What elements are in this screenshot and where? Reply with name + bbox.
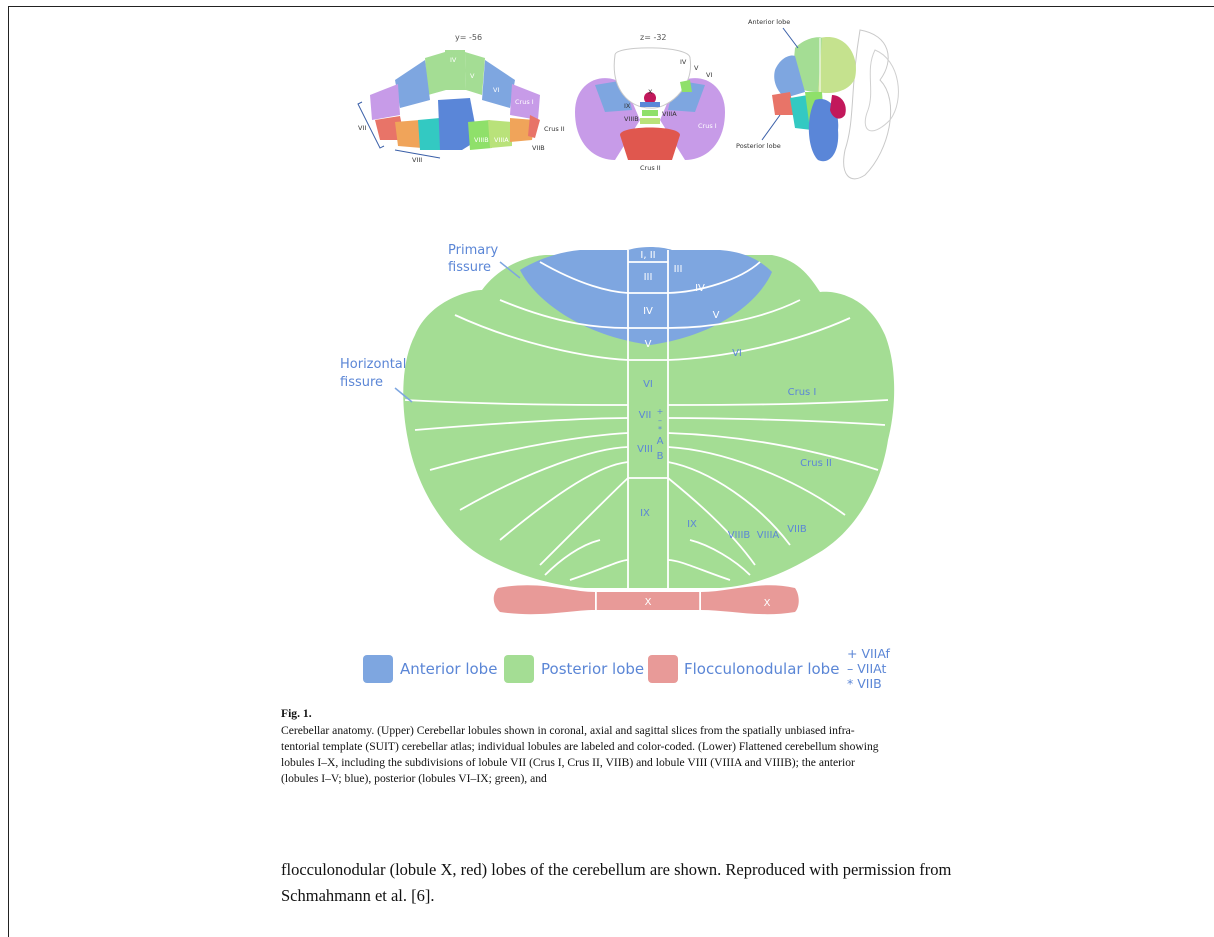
- hemisphere-label: VIIIA: [757, 530, 780, 541]
- hemisphere-label: VIIB: [787, 524, 807, 535]
- coronal-label: V: [470, 72, 475, 80]
- figure-number: Fig. 1.: [281, 706, 881, 722]
- coronal-label: VIII: [412, 156, 422, 164]
- sagittal-label: Anterior lobe: [748, 18, 790, 26]
- anterior-swatch: [363, 655, 393, 683]
- sagittal-label: Posterior lobe: [736, 142, 781, 150]
- axial-slice: z= -32 IV V VI X IX VIIIA VIIIB Crus II …: [575, 33, 725, 172]
- flat-map: Primary fissure Horizontal fissure I, II…: [340, 243, 894, 614]
- primary-fissure-label-1: Primary: [448, 243, 499, 258]
- vermis-sub: A: [657, 436, 664, 447]
- hemisphere-label: Crus II: [800, 458, 832, 469]
- vermis-mark: –: [658, 416, 662, 425]
- axial-label: X: [648, 88, 653, 96]
- hemisphere-label: VIIIB: [728, 530, 751, 541]
- flocculonodular-swatch: [648, 655, 678, 683]
- vermis-mark: *: [658, 425, 662, 434]
- vermis-label: IV: [643, 306, 653, 317]
- axial-label: IX: [624, 102, 631, 110]
- coronal-label: VII: [358, 124, 366, 132]
- hemisphere-label: III: [674, 264, 683, 275]
- hemisphere-label: V: [713, 310, 720, 321]
- coronal-label: VIIIA: [494, 136, 509, 144]
- vermis-label: I, II: [640, 250, 655, 261]
- mark-key-item: * VIIB: [847, 676, 890, 691]
- primary-fissure-label-2: fissure: [448, 260, 491, 275]
- hemisphere-label: IV: [695, 283, 705, 294]
- coronal-label: Crus I: [515, 98, 534, 106]
- vermis-mark-key: + VIIAf – VIIAt * VIIB: [847, 646, 890, 691]
- vermis-mark: +: [657, 407, 664, 416]
- hemisphere-label: IX: [687, 519, 697, 530]
- coronal-label: IV: [450, 56, 457, 64]
- caption-text: Cerebellar anatomy. (Upper) Cerebellar l…: [281, 724, 879, 785]
- coronal-label: VIIB: [532, 144, 545, 152]
- horizontal-fissure-label-1: Horizontal: [340, 357, 406, 372]
- cerebellum-figure: y= -56 IV V VI Crus I VIIIA VIIIB VII Cr…: [0, 0, 1214, 700]
- axial-label: IV: [680, 58, 687, 66]
- vermis-label: V: [645, 339, 652, 350]
- axial-title: z= -32: [640, 33, 667, 42]
- vermis-sub: B: [657, 451, 664, 462]
- sagittal-slice: Anterior lobe Posterior lobe: [736, 18, 898, 179]
- axial-label: VIIIB: [624, 115, 639, 123]
- mark-key-item: + VIIAf: [847, 646, 890, 661]
- axial-label: V: [694, 64, 699, 72]
- body-paragraph: flocculonodular (lobule X, red) lobes of…: [281, 857, 961, 909]
- coronal-label: VI: [493, 86, 499, 94]
- flocculonodular-legend-label: Flocculonodular lobe: [684, 660, 839, 678]
- anterior-legend-label: Anterior lobe: [400, 660, 497, 678]
- vermis-label: VIII: [637, 444, 653, 455]
- axial-label: VIIIA: [662, 110, 677, 118]
- horizontal-fissure-label-2: fissure: [340, 375, 383, 390]
- coronal-label: Crus II: [544, 125, 565, 133]
- axial-label: Crus I: [698, 122, 717, 130]
- vermis-label: IX: [640, 508, 650, 519]
- mark-key-item: – VIIAt: [847, 661, 890, 676]
- axial-label: VI: [706, 71, 712, 79]
- vermis-label: VI: [643, 379, 653, 390]
- x-label: X: [645, 597, 652, 608]
- posterior-legend-label: Posterior lobe: [541, 660, 644, 678]
- coronal-title: y= -56: [455, 33, 482, 42]
- posterior-swatch: [504, 655, 534, 683]
- x-label: X: [764, 598, 771, 609]
- vermis-label: VII: [639, 410, 652, 421]
- coronal-slice: y= -56 IV V VI Crus I VIIIA VIIIB VII Cr…: [358, 33, 565, 164]
- vermis-label: III: [644, 272, 653, 283]
- axial-label: Crus II: [640, 164, 661, 172]
- figure-caption: Fig. 1. Cerebellar anatomy. (Upper) Cere…: [281, 706, 881, 787]
- hemisphere-label: VI: [732, 348, 742, 359]
- coronal-label: VIIIB: [474, 136, 489, 144]
- hemisphere-label: Crus I: [788, 387, 817, 398]
